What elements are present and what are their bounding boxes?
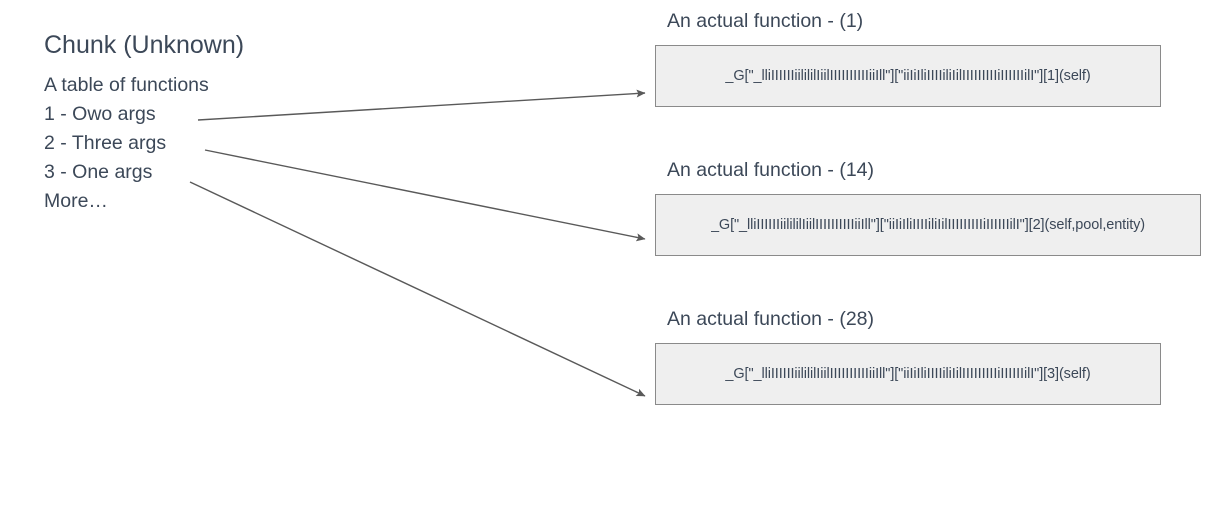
chunk-title: Chunk (Unknown): [44, 31, 245, 59]
chunk-line-more: More…: [44, 190, 108, 212]
chunk-line-entry-2: 2 - Three args: [44, 132, 167, 154]
function-code-1: _G["_lliIIIIIIiilililIiilIIIIIIIIIIiiIll…: [725, 68, 1091, 84]
function-group-3: An actual function - (28) _G["_lliIIIIII…: [655, 306, 1161, 405]
function-heading-2: An actual function - (14): [667, 159, 875, 181]
function-heading-1: An actual function - (1): [667, 10, 864, 32]
chunk-line-description: A table of functions: [44, 74, 209, 96]
chunk-line-entry-1: 1 - Owo args: [44, 103, 156, 125]
function-heading-3: An actual function - (28): [667, 308, 875, 330]
function-code-3: _G["_lliIIIIIIiilililIiilIIIIIIIIIIiiIll…: [725, 366, 1091, 382]
function-box-1: _G["_lliIIIIIIiilililIiilIIIIIIIIIIiiIll…: [655, 45, 1161, 107]
chunk-line-list: A table of functions 1 - Owo args 2 - Th…: [44, 71, 374, 216]
chunk-block: Chunk (Unknown) A table of functions 1 -…: [44, 28, 374, 216]
chunk-line-entry-3: 3 - One args: [44, 161, 153, 183]
function-code-2: _G["_lliIIIIIIiilililIiilIIIIIIIIIIiiIll…: [710, 217, 1146, 233]
function-group-2: An actual function - (14) _G["_lliIIIIII…: [655, 157, 1201, 256]
function-group-1: An actual function - (1) _G["_lliIIIIIIi…: [655, 8, 1161, 107]
function-box-3: _G["_lliIIIIIIiilililIiilIIIIIIIIIIiiIll…: [655, 343, 1161, 405]
function-box-2: _G["_lliIIIIIIiilililIiilIIIIIIIIIIiiIll…: [655, 194, 1201, 256]
